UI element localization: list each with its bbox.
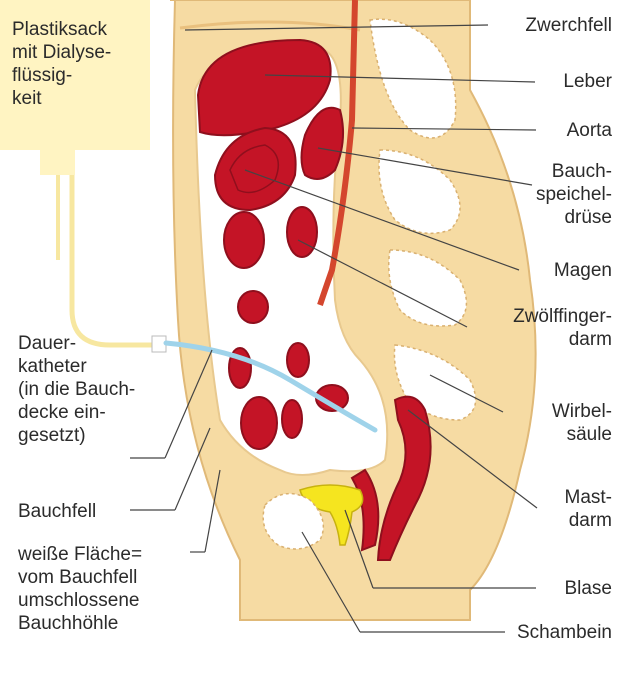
label-peritoneum: Bauchfell [18, 500, 96, 523]
label-rectum: Mast- darm [565, 486, 613, 532]
intestine-loop [241, 397, 277, 449]
intestine-loop [238, 291, 268, 323]
label-line: darm [565, 509, 613, 532]
label-spine: Wirbel- säule [552, 400, 612, 446]
label-line: decke ein- [18, 401, 135, 424]
label-line: drüse [536, 206, 612, 229]
label-line: keit [12, 87, 111, 110]
duodenum [287, 207, 317, 257]
label-line: Bauch- [536, 160, 612, 183]
label-line: Dauer- [18, 332, 135, 355]
label-line: weiße Fläche= [18, 543, 142, 566]
label-line: speichel- [536, 183, 612, 206]
bag-neck [40, 150, 75, 175]
label-catheter: Dauer- katheter (in die Bauch- decke ein… [18, 332, 135, 447]
label-line: Plastiksack [12, 18, 111, 41]
label-aorta: Aorta [567, 119, 612, 142]
intestine-loop [287, 343, 309, 377]
label-stomach: Magen [554, 259, 612, 282]
intestine-loop [224, 212, 264, 268]
label-line: Bauchhöhle [18, 612, 142, 635]
label-line: darm [513, 328, 612, 351]
label-line: mit Dialyse- [12, 41, 111, 64]
label-line: Mast- [565, 486, 613, 509]
label-line: flüssig- [12, 64, 111, 87]
label-line: Zwölffinger- [513, 305, 612, 328]
label-line: (in die Bauch- [18, 378, 135, 401]
label-line: gesetzt) [18, 424, 135, 447]
label-line: katheter [18, 355, 135, 378]
label-plastic-bag: Plastiksack mit Dialyse- flüssig- keit [12, 18, 111, 110]
label-white-area: weiße Fläche= vom Bauchfell umschlossene… [18, 543, 142, 635]
label-line: säule [552, 423, 612, 446]
label-pubic-bone: Schambein [517, 621, 612, 644]
label-bladder: Blase [564, 577, 612, 600]
label-line: vom Bauchfell [18, 566, 142, 589]
label-duodenum: Zwölffinger- darm [513, 305, 612, 351]
intestine-loop [282, 400, 302, 438]
label-liver: Leber [563, 70, 612, 93]
dialysis-tube [72, 175, 160, 345]
label-pancreas: Bauch- speichel- drüse [536, 160, 612, 229]
label-line: umschlossene [18, 589, 142, 612]
label-line: Wirbel- [552, 400, 612, 423]
label-diaphragm: Zwerchfell [525, 14, 612, 37]
